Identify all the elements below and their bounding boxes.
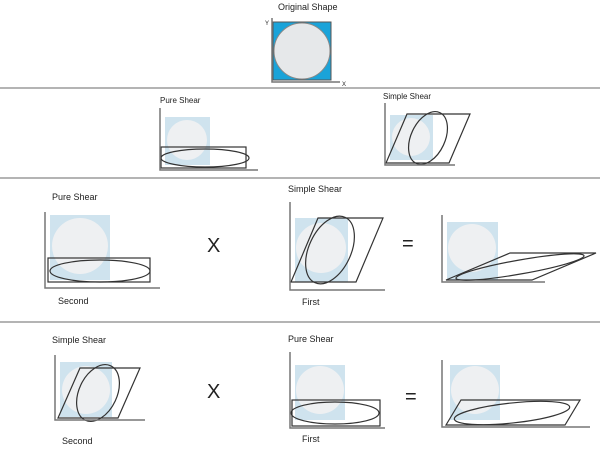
caption-first: First [302, 297, 320, 307]
pure-shear-title: Pure Shear [288, 334, 334, 344]
caption-first: First [302, 434, 320, 444]
multiply-sign: X [207, 381, 220, 403]
result-simple-after-pure [441, 360, 590, 428]
caption-second: Second [58, 296, 89, 306]
multiply-sign: X [207, 235, 220, 257]
axes [289, 202, 385, 291]
axes [44, 212, 160, 289]
caption-second: Second [62, 436, 93, 446]
pure-shear-second: Pure Shear Second [44, 192, 160, 306]
original-title: Original Shape [278, 2, 338, 12]
pure-shear-title: Pure Shear [52, 192, 98, 202]
simple-shear-title: Simple Shear [383, 92, 431, 101]
result-pure-after-simple [441, 215, 597, 283]
x-axis-label: X [342, 82, 346, 88]
equals-sign: = [405, 386, 417, 408]
original-shape: Original Shape Y X [265, 2, 346, 88]
axes [441, 360, 590, 428]
simple-shear-first: Simple Shear First [288, 184, 385, 307]
simple-shear-small: Simple Shear [383, 92, 471, 166]
pure-shear-first: Pure Shear First [288, 334, 385, 444]
axes [54, 355, 145, 421]
pure-shear-title: Pure Shear [160, 96, 201, 105]
simple-shear-title: Simple Shear [52, 335, 106, 345]
y-axis-label: Y [265, 21, 269, 27]
simple-shear-second: Simple Shear Second [52, 335, 145, 446]
axes [271, 18, 340, 83]
axes [159, 108, 258, 171]
axes [384, 103, 455, 166]
axes [441, 215, 545, 283]
simple-shear-title: Simple Shear [288, 184, 342, 194]
equals-sign: = [402, 233, 414, 255]
original-circle [273, 22, 331, 80]
axes [289, 352, 385, 429]
pure-shear-small: Pure Shear [159, 96, 258, 171]
